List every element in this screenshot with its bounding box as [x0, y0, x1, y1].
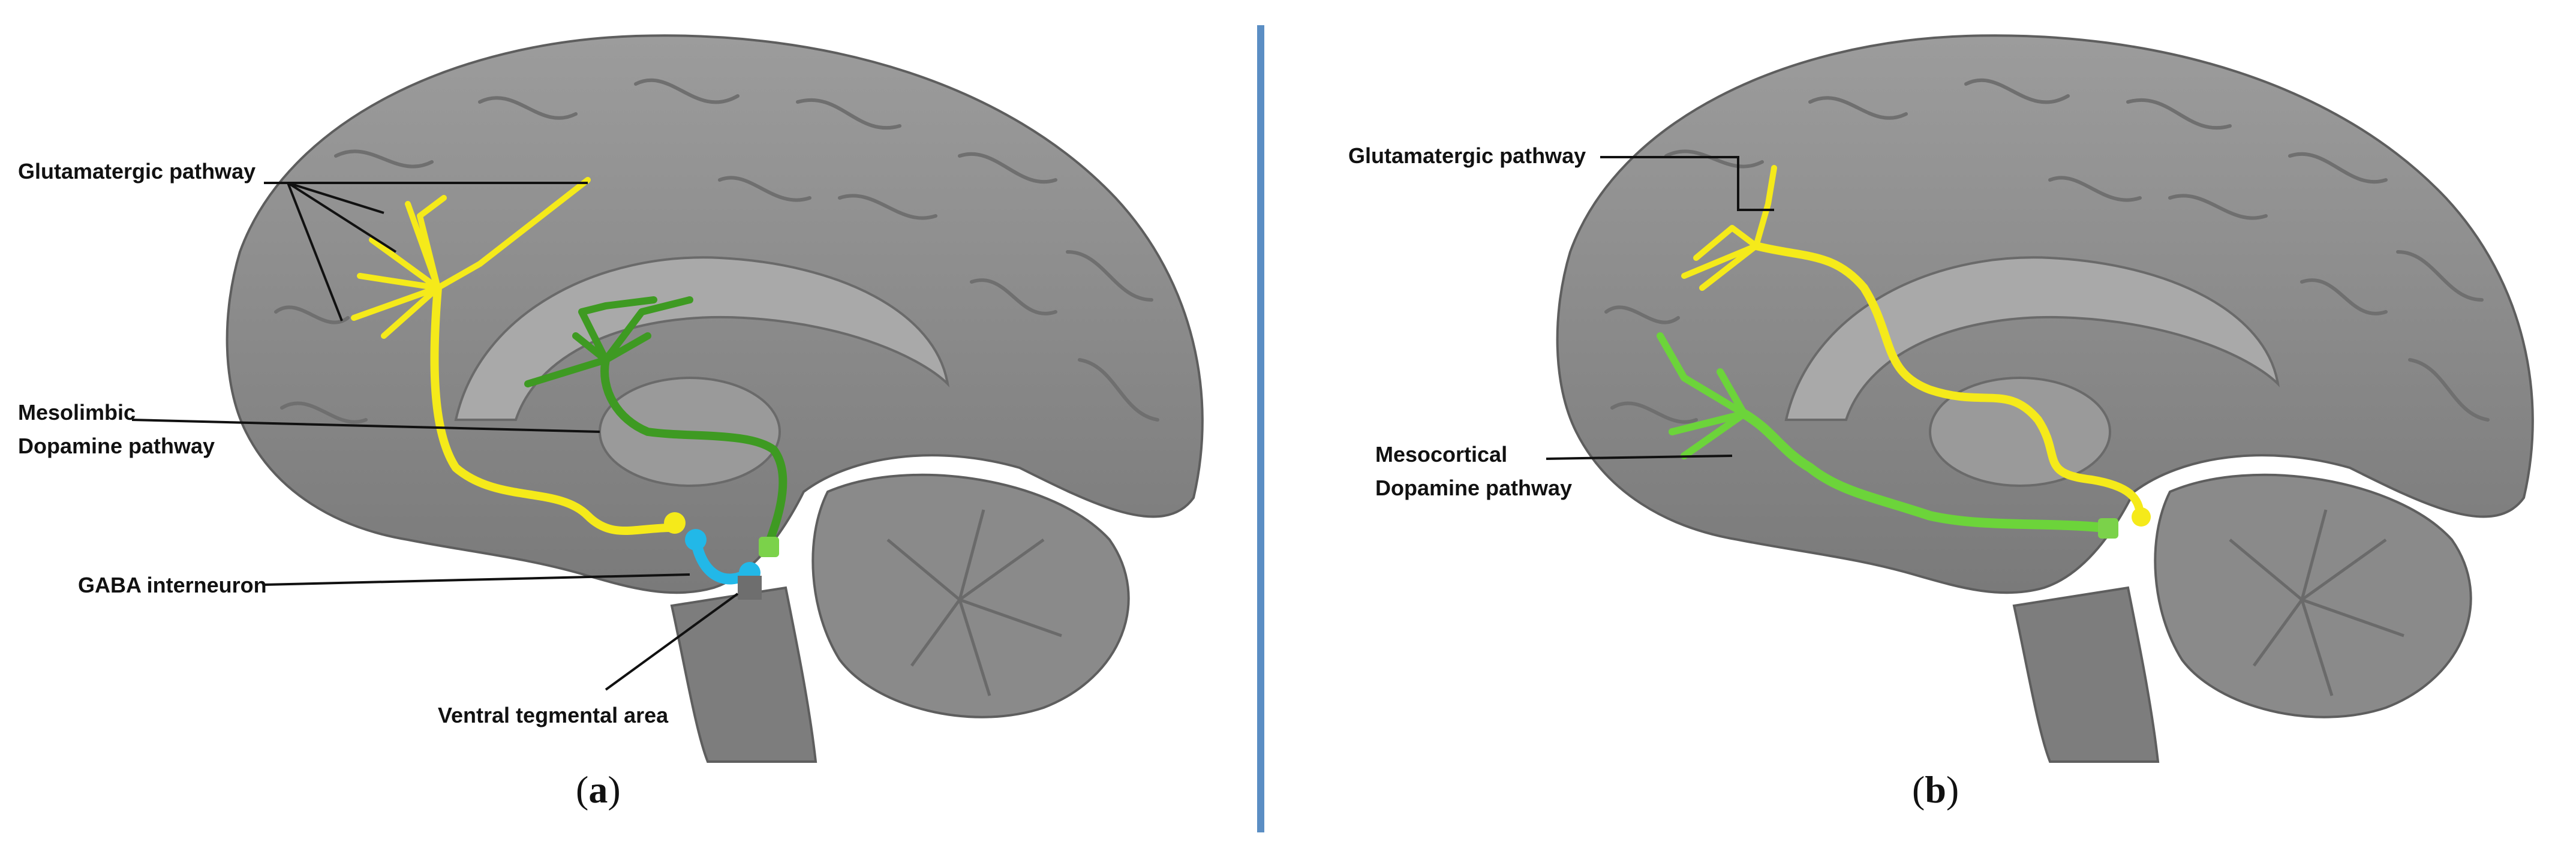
- panel-a: Glutamatergic pathway Mesolimbic Dopamin…: [0, 0, 1257, 851]
- glutamatergic-pathway-a: [351, 177, 686, 535]
- panel-divider: [1257, 25, 1264, 832]
- caption-a: (a): [576, 768, 621, 812]
- corpus-callosum-b: [1784, 256, 2280, 421]
- caption-a-close: ): [608, 768, 621, 811]
- label-mesolimbic-line1: Mesolimbic: [18, 400, 136, 425]
- label-mesocortical-b: Mesocortical Dopamine pathway: [1375, 438, 1572, 505]
- caption-b-close: ): [1946, 768, 1959, 811]
- caption-a-open: (: [576, 768, 589, 811]
- label-mesolimbic-line2: Dopamine pathway: [18, 434, 215, 458]
- brain-illustration-b: [1546, 34, 2534, 763]
- cerebellum-folia-a: [886, 509, 1062, 696]
- glutamatergic-pathway-b: [1681, 165, 2151, 527]
- gyri-texture-a: [274, 78, 1159, 424]
- label-vta-a: Ventral tegmental area: [438, 703, 669, 727]
- gyri-texture-b: [1604, 78, 2490, 424]
- caption-a-letter: a: [588, 768, 608, 811]
- cerebellum-folia-b: [2229, 509, 2404, 696]
- vta-marker-a: [738, 576, 762, 600]
- brainstem-a: [670, 586, 817, 763]
- brain-illustration-a: [131, 34, 1204, 763]
- leader-lines-a: [131, 182, 739, 691]
- caption-b-letter: b: [1925, 768, 1946, 811]
- caption-b-open: (: [1912, 768, 1925, 811]
- label-glutamatergic-b: Glutamatergic pathway: [1348, 143, 1586, 168]
- panel-b: Glutamatergic pathway Mesocortical Dopam…: [1264, 0, 2576, 851]
- label-mesocortical-line1: Mesocortical: [1375, 442, 1508, 467]
- corpus-callosum-a: [454, 256, 950, 421]
- leader-lines-b: [1546, 156, 1774, 460]
- thalamus-b: [1929, 377, 2111, 487]
- label-glutamatergic-a: Glutamatergic pathway: [18, 159, 256, 184]
- label-mesocortical-line2: Dopamine pathway: [1375, 476, 1573, 500]
- brainstem-b: [2012, 586, 2160, 763]
- mesolimbic-pathway-a: [524, 296, 787, 557]
- cerebellum-a: [811, 473, 1130, 718]
- cerebellum-b: [2154, 473, 2472, 718]
- label-mesolimbic-a: Mesolimbic Dopamine pathway: [18, 396, 215, 463]
- mesocortical-pathway-b: [1657, 332, 2118, 539]
- caption-b: (b): [1912, 768, 1959, 812]
- label-gaba-a: GABA interneuron: [78, 573, 267, 597]
